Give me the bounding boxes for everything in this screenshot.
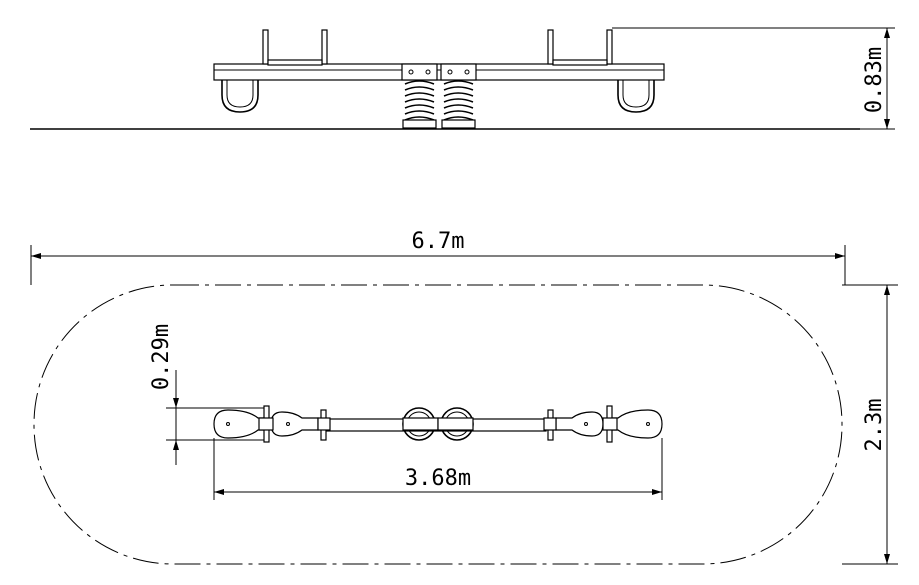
total-length-label: 6.7m [412,229,465,254]
spring-left [402,80,437,129]
side-beam [213,63,665,81]
height-dimension-label: 0.83m [862,47,887,113]
safety-zone-outline [33,284,843,565]
plan-seat-left-outer [213,409,265,439]
plan-seat-right-inner [555,411,604,437]
side-handle-left-2 [321,29,328,65]
side-footrest-left [221,80,259,113]
plan-seat-right-outer [611,409,663,439]
spring-right [441,80,476,129]
beam-length-label: 3.68m [405,466,471,491]
plan-seat-left-inner [270,411,319,437]
side-handle-right-1 [547,29,554,65]
total-width-label: 2.3m [862,399,887,452]
side-elevation: 0.83m [30,27,895,130]
side-handle-left-1 [262,29,269,65]
plan-view: 6.7m 2.3m 0.29m [30,229,898,565]
side-footrest-right [617,80,655,113]
seat-width-label: 0.29m [149,324,174,390]
side-handle-right-2 [606,29,613,65]
